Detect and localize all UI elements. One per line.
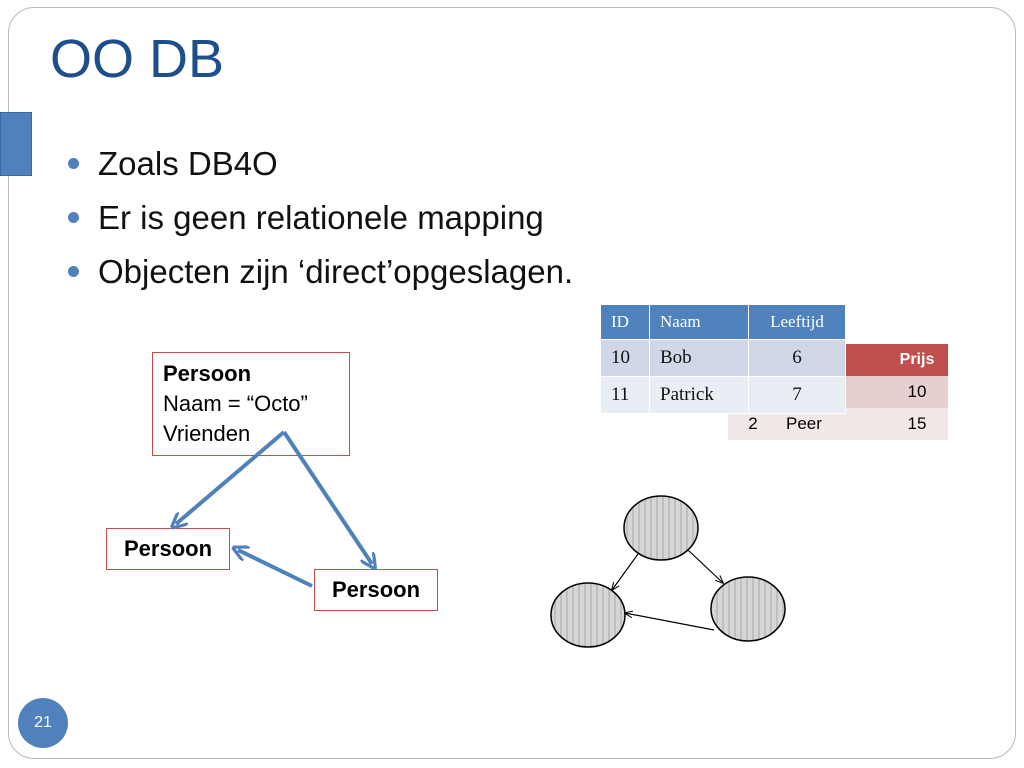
reference-arrow: [238, 550, 313, 588]
table-cell: Patrick: [649, 376, 749, 414]
object-box-friend-right: Persoon: [314, 569, 438, 611]
graph-edge: [687, 549, 723, 583]
table-header-row: ID Naam Leeftijd: [600, 304, 846, 340]
object-field-naam: Naam = “Octo”: [163, 391, 308, 416]
bullet-text: Er is geen relationele mapping: [98, 199, 544, 236]
bullet-dot-icon: [68, 266, 79, 277]
object-class-name: Persoon: [163, 361, 252, 386]
graph-edge: [612, 553, 639, 590]
table-cell: 10: [886, 376, 948, 408]
reference-arrow: [282, 430, 372, 564]
slide-title: OO DB: [50, 29, 225, 89]
bullet-item: Objecten zijn ‘direct’opgeslagen.: [66, 250, 573, 304]
slide-side-tab: [0, 112, 32, 176]
reference-arrow: [176, 430, 286, 524]
bullet-item: Zoals DB4O: [66, 142, 573, 196]
price-header: Prijs: [886, 344, 948, 376]
graph-node: [623, 495, 699, 561]
table-cell: 15: [886, 408, 948, 440]
graph-node: [550, 582, 626, 648]
bullet-dot-icon: [68, 212, 79, 223]
table-cell: 11: [600, 376, 650, 414]
bullet-item: Er is geen relationele mapping: [66, 196, 573, 250]
column-header: Naam: [649, 304, 749, 340]
table-row: 11 Patrick 7: [600, 376, 846, 414]
column-header: ID: [600, 304, 650, 340]
graph-node: [710, 576, 786, 642]
table-cell: 10: [600, 339, 650, 377]
bullet-list: Zoals DB4O Er is geen relationele mappin…: [66, 142, 573, 304]
column-header: Leeftijd: [748, 304, 846, 340]
bullet-text: Zoals DB4O: [98, 145, 278, 182]
object-field-vrienden: Vrienden: [163, 421, 251, 446]
person-table: ID Naam Leeftijd 10 Bob 6 11 Patrick 7: [600, 304, 846, 414]
table-row: 10 Bob 6: [600, 339, 846, 377]
bullet-dot-icon: [68, 158, 79, 169]
table-cell: 7: [748, 376, 846, 414]
object-box-friend-left: Persoon: [106, 528, 230, 570]
page-number-badge: 21: [18, 698, 68, 748]
table-cell: Bob: [649, 339, 749, 377]
object-box-octo: Persoon Naam = “Octo” Vrienden: [152, 352, 350, 456]
bullet-text: Objecten zijn ‘direct’opgeslagen.: [98, 253, 574, 290]
graph-edge: [625, 613, 715, 631]
